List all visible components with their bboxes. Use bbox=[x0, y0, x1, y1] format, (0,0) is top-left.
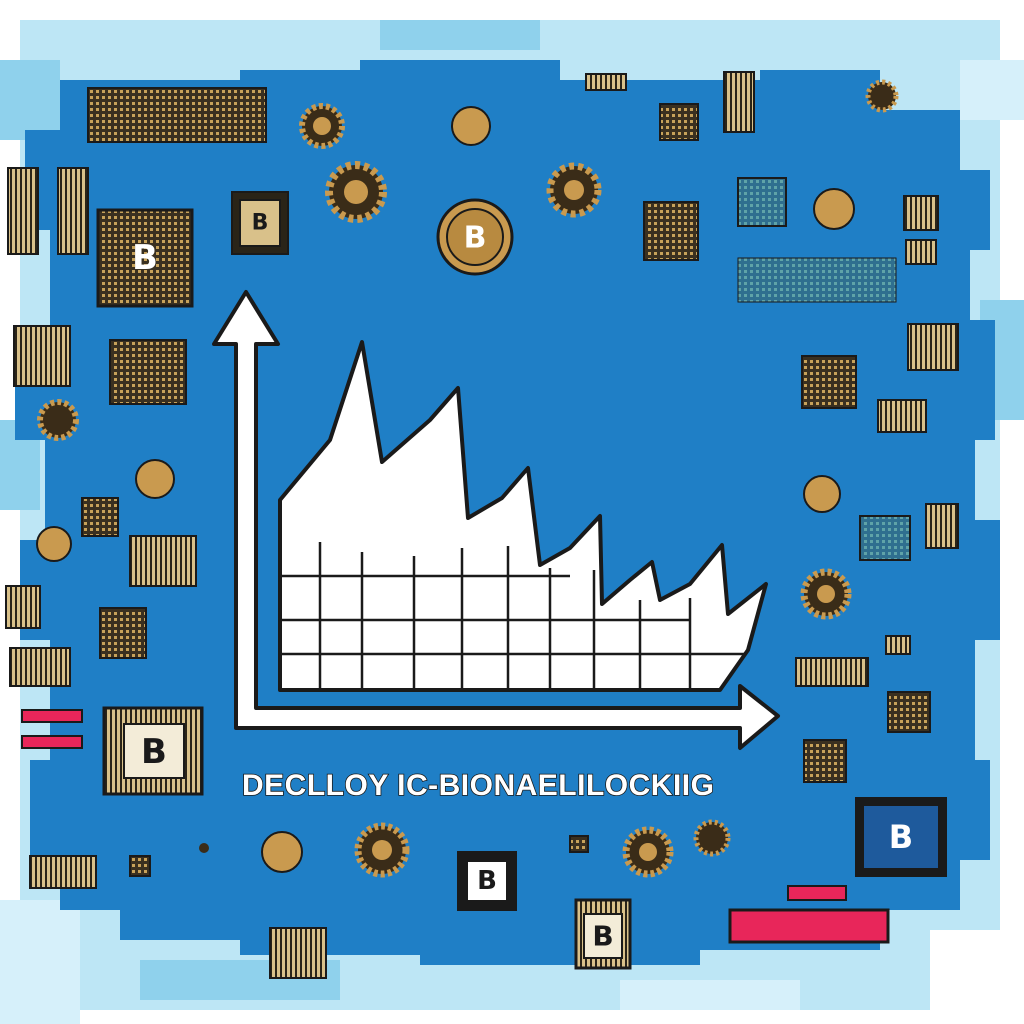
bitcoin-symbol-icon: B bbox=[252, 211, 269, 236]
sun-gear-icon bbox=[800, 568, 852, 620]
chip-icon bbox=[885, 635, 911, 655]
bitcoin-symbol-icon: B bbox=[132, 238, 158, 278]
coin-icon bbox=[451, 106, 491, 146]
chip-icon bbox=[129, 535, 197, 587]
chip-icon bbox=[109, 339, 187, 405]
bitcoin-chip-icon: B bbox=[96, 208, 194, 308]
chip-icon bbox=[643, 201, 699, 261]
chip-wide-icon bbox=[737, 257, 897, 303]
coins-group: B bbox=[36, 106, 855, 873]
chart-area bbox=[278, 340, 768, 692]
chip-tall-icon bbox=[7, 167, 39, 255]
chip-icon bbox=[569, 835, 589, 853]
chip-icon bbox=[905, 239, 937, 265]
coin-icon bbox=[803, 475, 841, 513]
chip-icon bbox=[859, 515, 911, 561]
chip-icon bbox=[129, 855, 151, 877]
coin-icon bbox=[36, 526, 72, 562]
bitcoin-symbol-icon: B bbox=[141, 732, 167, 772]
sun-gear-icon bbox=[622, 826, 674, 878]
coin-icon bbox=[813, 188, 855, 230]
sun-gear-icon bbox=[865, 79, 899, 113]
bitcoin-symbol-icon: B bbox=[889, 818, 913, 856]
bitcoin-chips: B B B B B B bbox=[96, 191, 947, 970]
caption-text: DECLLOY IC-BIONAELILOCKIIG bbox=[242, 769, 714, 802]
bitcoin-symbol-icon: B bbox=[592, 920, 613, 953]
bitcoin-chip-icon: B bbox=[457, 851, 517, 911]
chip-icon bbox=[723, 71, 755, 133]
sun-gear-icon bbox=[354, 822, 410, 878]
chip-icon bbox=[9, 647, 71, 687]
chart-illustration bbox=[212, 290, 780, 750]
bitcoin-chip-icon: B bbox=[102, 706, 204, 796]
chip-icon bbox=[29, 855, 97, 889]
chip-icon bbox=[81, 497, 119, 537]
up-arrow-icon bbox=[212, 290, 780, 750]
sun-gear-icon bbox=[325, 161, 387, 223]
bitcoin-symbol-icon: B bbox=[477, 866, 497, 896]
chip-icon bbox=[659, 103, 699, 141]
chip-icon bbox=[803, 739, 847, 783]
sun-gear-icon bbox=[299, 103, 345, 149]
sun-gears-group bbox=[37, 79, 899, 878]
chip-icon bbox=[269, 927, 327, 979]
chip-tall-icon bbox=[57, 167, 89, 255]
bitcoin-chip-icon: B bbox=[574, 898, 632, 970]
accent-bars bbox=[21, 709, 890, 944]
chip-icon bbox=[5, 585, 41, 629]
coin-icon bbox=[261, 831, 303, 873]
sun-gear-icon bbox=[37, 399, 79, 441]
chip-icon bbox=[99, 607, 147, 659]
sun-gear-icon bbox=[199, 843, 209, 853]
chip-wide-icon bbox=[87, 87, 267, 143]
sun-gear-icon bbox=[546, 162, 602, 218]
sun-gear-icon bbox=[693, 819, 731, 857]
chip-icon bbox=[737, 177, 787, 227]
chart-grid bbox=[280, 542, 746, 690]
chip-icon bbox=[877, 399, 927, 433]
chips-group bbox=[5, 71, 959, 979]
coin-icon bbox=[135, 459, 175, 499]
chip-icon bbox=[795, 657, 869, 687]
bitcoin-symbol-icon: B bbox=[464, 221, 487, 256]
chip-icon bbox=[925, 503, 959, 549]
coin-icon: B bbox=[436, 198, 514, 276]
chip-icon bbox=[903, 195, 939, 231]
chip-icon bbox=[585, 73, 627, 91]
chip-icon bbox=[887, 691, 931, 733]
chip-icon bbox=[13, 325, 71, 387]
chip-icon bbox=[801, 355, 857, 409]
bitcoin-chip-icon: B bbox=[855, 797, 947, 877]
bitcoin-chip-icon: B bbox=[231, 191, 289, 255]
chip-icon bbox=[907, 323, 959, 371]
